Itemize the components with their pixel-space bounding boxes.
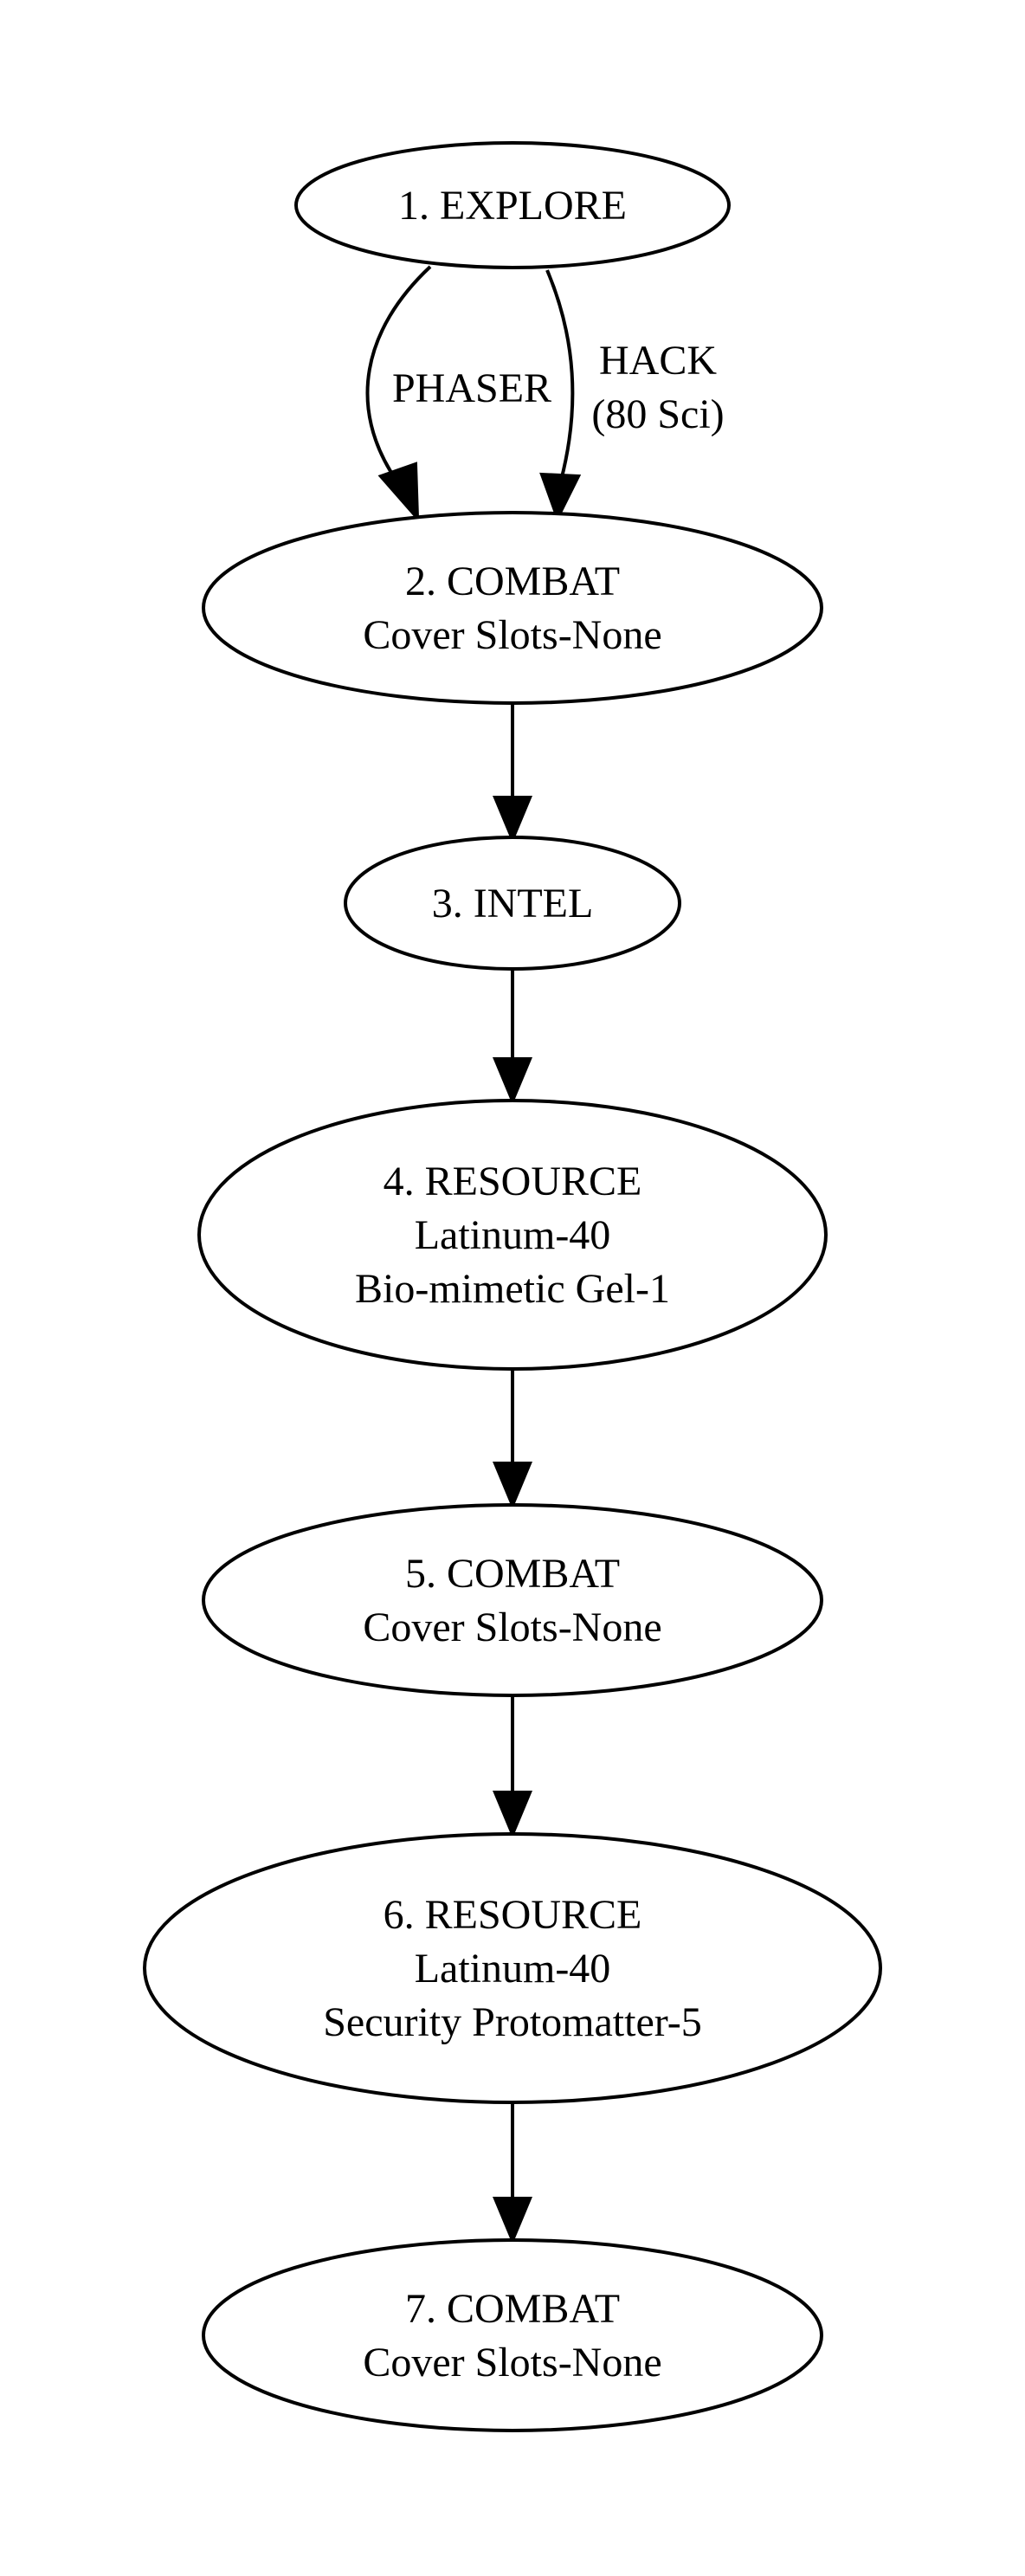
edge-n4-n5 <box>493 1369 532 1510</box>
arrow-head <box>493 2197 532 2245</box>
node-ellipse <box>143 1832 882 2104</box>
arrow-head <box>493 1057 532 1106</box>
node-ellipse <box>197 1099 828 1371</box>
node-label: 7. COMBAT Cover Slots-None <box>363 2286 661 2386</box>
edge-n2-n3 <box>493 703 532 844</box>
node-label-line: 1. EXPLORE <box>398 183 627 229</box>
arrow-head <box>539 472 582 523</box>
edge-n3-n4 <box>493 969 532 1106</box>
node-label-line: Cover Slots-None <box>363 1604 661 1650</box>
node-label-line: Cover Slots-None <box>363 2340 661 2386</box>
node-label: 2. COMBAT Cover Slots-None <box>363 558 661 658</box>
edge-label: PHASER <box>392 365 551 411</box>
edge-label-line: (80 Sci) <box>591 391 724 437</box>
node-n7: 7. COMBAT Cover Slots-None <box>202 2238 823 2432</box>
arrow-head <box>493 1462 532 1510</box>
arrow-head <box>377 462 420 523</box>
node-ellipse <box>294 141 731 269</box>
edge-line <box>365 265 432 482</box>
node-label-line: Security Protomatter-5 <box>323 1999 702 2045</box>
edge-n1-n2: PHASER <box>365 265 551 523</box>
edges-layer: PHASER HACK (80 Sci) <box>365 265 725 2245</box>
edge-n1-n2: HACK (80 Sci) <box>539 269 725 523</box>
edge-line <box>545 269 575 481</box>
node-ellipse <box>202 511 823 705</box>
node-n1: 1. EXPLORE <box>294 141 731 269</box>
node-n5: 5. COMBAT Cover Slots-None <box>202 1503 823 1697</box>
node-label-line: Bio-mimetic Gel-1 <box>355 1266 670 1312</box>
node-label-line: Latinum-40 <box>415 1946 611 1992</box>
node-n2: 2. COMBAT Cover Slots-None <box>202 511 823 705</box>
node-label: 3. INTEL <box>432 881 594 926</box>
node-label-line: 5. COMBAT <box>405 1551 620 1597</box>
arrow-head <box>493 1791 532 1839</box>
node-label-line: 4. RESOURCE <box>384 1159 642 1204</box>
edge-label: HACK (80 Sci) <box>591 338 724 437</box>
nodes-layer: 1. EXPLORE 2. COMBAT Cover Slots-None 3. IN… <box>143 141 882 2432</box>
node-label: 5. COMBAT Cover Slots-None <box>363 1551 661 1650</box>
node-n3: 3. INTEL <box>344 836 681 971</box>
node-label-line: 2. COMBAT <box>405 558 620 604</box>
edge-label-line: HACK <box>599 338 717 384</box>
node-label-line: 7. COMBAT <box>405 2286 620 2332</box>
edge-n5-n6 <box>493 1695 532 1839</box>
node-label-line: 6. RESOURCE <box>384 1892 642 1938</box>
node-label-line: Cover Slots-None <box>363 612 661 658</box>
arrow-head <box>493 796 532 844</box>
node-ellipse <box>202 2238 823 2432</box>
node-label: 1. EXPLORE <box>398 183 627 229</box>
edge-label-line: PHASER <box>392 365 551 411</box>
node-ellipse <box>202 1503 823 1697</box>
node-label-line: 3. INTEL <box>432 881 594 926</box>
node-label-line: Latinum-40 <box>415 1212 611 1258</box>
edge-n6-n7 <box>493 2102 532 2245</box>
node-ellipse <box>344 836 681 971</box>
